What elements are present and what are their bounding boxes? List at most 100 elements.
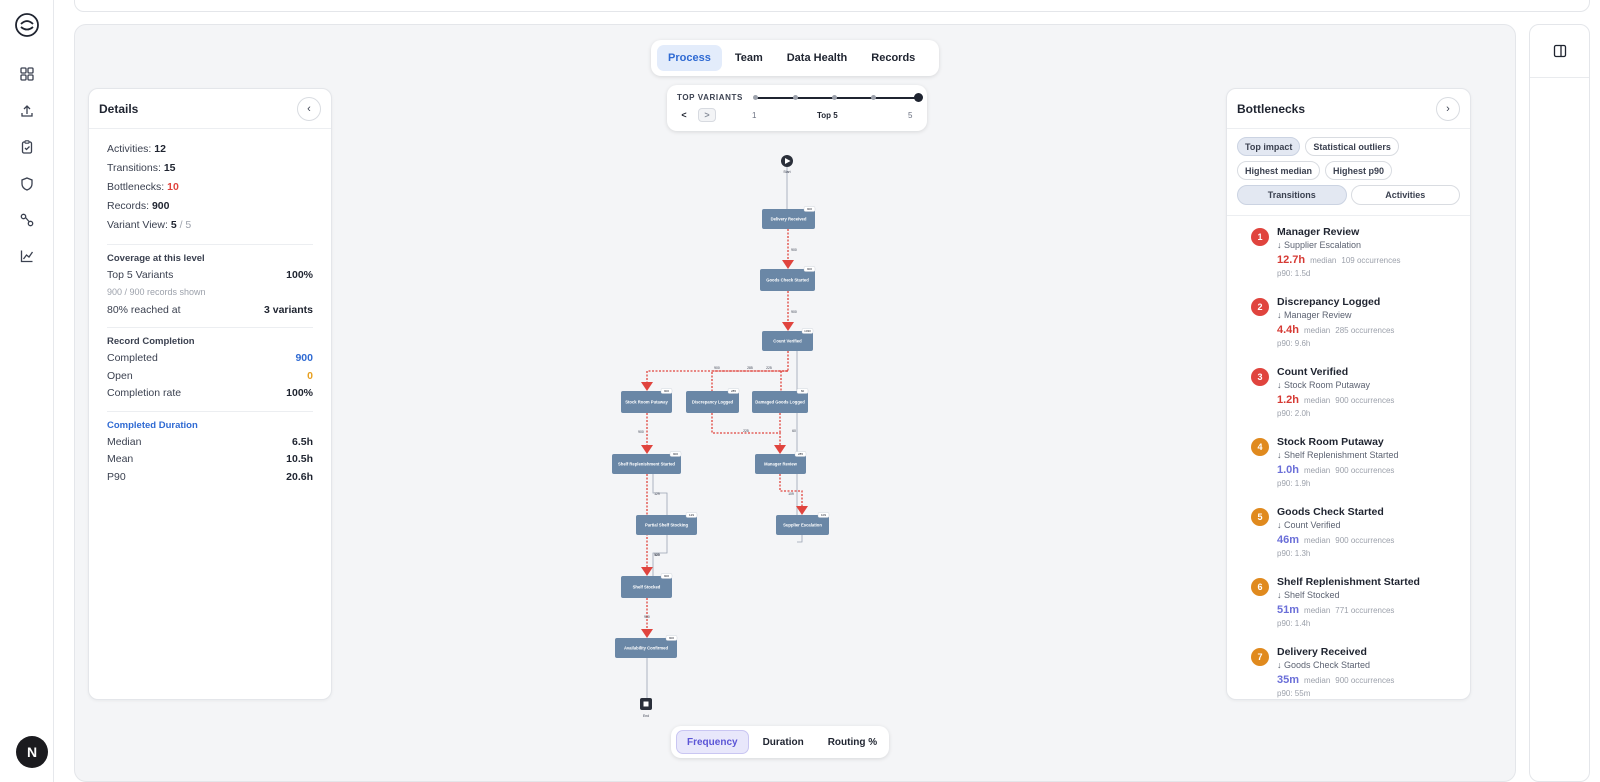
bottleneck-median-value: 12.7h bbox=[1277, 254, 1306, 266]
chart-line-icon[interactable] bbox=[17, 246, 37, 266]
activity-box[interactable] bbox=[755, 454, 806, 474]
tab-routing[interactable]: Routing % bbox=[827, 736, 878, 748]
process-edge[interactable] bbox=[780, 370, 788, 391]
tab-data-health[interactable]: Data Health bbox=[786, 52, 848, 64]
app-logo-icon[interactable] bbox=[14, 12, 40, 38]
activity-count: 900 bbox=[664, 574, 669, 578]
chip-highest-p90[interactable]: Highest p90 bbox=[1325, 161, 1393, 180]
stat-transitions: Transitions: 15 bbox=[107, 162, 176, 174]
details-panel: Details ‹ Activities: 12 Transitions: 15… bbox=[88, 88, 332, 700]
activity-box[interactable] bbox=[752, 391, 808, 413]
tab-frequency[interactable]: Frequency bbox=[676, 730, 749, 754]
duration-title: Completed Duration bbox=[107, 419, 198, 431]
process-edge[interactable] bbox=[711, 370, 788, 391]
median-label: median bbox=[1304, 606, 1331, 615]
process-edge[interactable] bbox=[652, 474, 668, 515]
activity-box[interactable] bbox=[636, 515, 697, 535]
activity-box[interactable] bbox=[686, 391, 739, 413]
edge-frequency-label: 900 bbox=[638, 430, 644, 434]
bottleneck-p90: p90: 9.6h bbox=[1277, 339, 1311, 348]
slider-step[interactable] bbox=[793, 95, 798, 100]
bottleneck-name: Shelf Replenishment Started bbox=[1277, 576, 1420, 588]
activity-box[interactable] bbox=[621, 391, 672, 413]
activity-box[interactable] bbox=[621, 576, 672, 598]
occurrence-count: 900 occurrences bbox=[1335, 536, 1395, 545]
slider-step[interactable] bbox=[753, 95, 758, 100]
clipboard-check-icon[interactable] bbox=[17, 137, 37, 157]
edge-arrowhead bbox=[641, 629, 653, 638]
activity-box[interactable] bbox=[776, 515, 829, 535]
variants-prev-button[interactable]: < bbox=[681, 110, 687, 120]
upload-icon[interactable] bbox=[17, 101, 37, 121]
metric-tabs: Frequency Duration Routing % bbox=[671, 726, 889, 758]
process-edge[interactable] bbox=[711, 413, 781, 446]
variants-slider-handle[interactable] bbox=[914, 93, 923, 102]
tab-records[interactable]: Records bbox=[871, 52, 916, 64]
segment-transitions[interactable]: Transitions bbox=[1237, 185, 1347, 205]
chip-statistical-outliers[interactable]: Statistical outliers bbox=[1305, 137, 1399, 156]
process-edge[interactable] bbox=[779, 474, 803, 507]
activity-label: Shelf Replenishment Started bbox=[618, 462, 675, 467]
bottleneck-next-step: ↓ Shelf Replenishment Started bbox=[1277, 450, 1399, 460]
activity-box[interactable] bbox=[762, 209, 815, 229]
edge-frequency-label: 225 bbox=[766, 366, 772, 370]
tab-duration[interactable]: Duration bbox=[762, 736, 804, 748]
activity-box[interactable] bbox=[762, 331, 813, 351]
process-edge[interactable] bbox=[797, 535, 803, 543]
edge-frequency-label: 900 bbox=[791, 248, 797, 252]
avatar[interactable]: N bbox=[16, 736, 48, 768]
coverage-title: Coverage at this level bbox=[107, 253, 205, 264]
chip-top-impact[interactable]: Top impact bbox=[1237, 137, 1301, 156]
tab-team[interactable]: Team bbox=[734, 52, 763, 64]
segment-activities[interactable]: Activities bbox=[1350, 185, 1460, 205]
occurrence-count: 285 occurrences bbox=[1335, 326, 1395, 335]
chip-highest-median[interactable]: Highest median bbox=[1237, 161, 1321, 180]
activity-box[interactable] bbox=[615, 638, 677, 658]
activity-count: 900 bbox=[664, 389, 669, 393]
collapse-details-button[interactable]: ‹ bbox=[297, 96, 321, 121]
activity-label: Count Verified bbox=[773, 339, 802, 344]
variants-slider-track[interactable] bbox=[755, 97, 919, 99]
variants-next-button[interactable]: > bbox=[698, 108, 716, 122]
bottleneck-next-step: ↓ Supplier Escalation bbox=[1277, 240, 1362, 250]
activity-label: Supplier Escalation bbox=[783, 523, 822, 528]
activity-label: Goods Check Started bbox=[766, 278, 809, 283]
edge-frequency-label: 900 bbox=[644, 615, 650, 619]
shield-icon[interactable] bbox=[17, 174, 37, 194]
flow-icon[interactable] bbox=[17, 210, 37, 230]
dashboard-icon[interactable] bbox=[17, 64, 37, 84]
slider-step[interactable] bbox=[832, 95, 837, 100]
panel-toggle-icon[interactable] bbox=[1553, 44, 1567, 58]
process-edge[interactable] bbox=[652, 535, 668, 576]
expand-bottlenecks-button[interactable]: › bbox=[1436, 96, 1460, 121]
bottlenecks-title: Bottlenecks bbox=[1237, 101, 1306, 116]
activity-box[interactable] bbox=[612, 454, 681, 474]
activity-box[interactable] bbox=[760, 269, 815, 291]
slider-step[interactable] bbox=[871, 95, 876, 100]
tab-process[interactable]: Process bbox=[657, 45, 722, 71]
end-label: End bbox=[643, 714, 649, 718]
variants-max-label: 5 bbox=[908, 111, 913, 120]
